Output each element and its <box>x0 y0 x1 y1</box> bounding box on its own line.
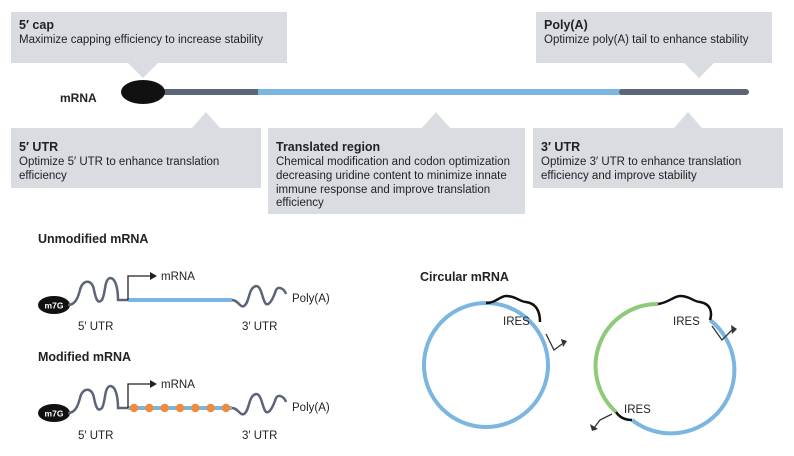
modification-dot <box>175 403 185 413</box>
circular-mrna-title: Circular mRNA <box>420 270 509 284</box>
callout-pointer <box>422 112 450 128</box>
modification-dot <box>191 403 200 413</box>
callout-translated-region: Translated region Chemical modification … <box>268 128 525 214</box>
callout-pointer <box>684 63 714 78</box>
circular-mrna-dual-ires: IRES IRES <box>590 294 737 436</box>
callout-text: Optimize 5′ UTR to enhance translation e… <box>19 156 220 182</box>
callout-text: Maximize capping efficiency to increase … <box>19 34 263 46</box>
callout-text: Optimize poly(A) tail to enhance stabili… <box>544 34 749 46</box>
5-utr-label: 5′ UTR <box>78 321 113 333</box>
callout-title: Poly(A) <box>544 18 588 32</box>
poly-a-label: Poly(A) <box>292 293 330 305</box>
unmodified-mrna-title: Unmodified mRNA <box>38 232 149 246</box>
unmodified-mrna-construct: m7G mRNA 5′ UTR 3′ UTR Poly(A) <box>38 271 330 333</box>
modification-dot <box>129 403 139 413</box>
callout-text: Optimize 3′ UTR to enhance translation e… <box>541 156 742 182</box>
3-utr-squiggle <box>231 392 288 416</box>
3-utr-label: 3′ UTR <box>242 430 277 442</box>
m7g-cap-label: m7G <box>45 409 64 419</box>
modification-dot <box>221 403 231 413</box>
modified-mrna-title: Modified mRNA <box>38 350 132 364</box>
ires-label: IRES <box>673 316 700 328</box>
start-arrow-icon <box>711 325 733 342</box>
callout-3-utr: 3′ UTR Optimize 3′ UTR to enhance transl… <box>533 128 783 188</box>
start-arrow-icon <box>127 383 150 408</box>
callout-title: 5′ cap <box>19 18 54 32</box>
blue-coding-arc <box>630 318 737 436</box>
arrowhead-icon <box>150 272 157 280</box>
modification-dot <box>206 403 215 413</box>
5-utr-squiggle <box>67 384 128 415</box>
m7g-cap-icon <box>38 404 70 422</box>
3-utr-squiggle <box>231 284 288 308</box>
callout-5-utr: 5′ UTR Optimize 5′ UTR to enhance transl… <box>11 128 261 188</box>
start-mrna-label: mRNA <box>161 271 195 283</box>
callout-poly-a: Poly(A) Optimize poly(A) tail to enhance… <box>536 12 772 63</box>
callout-title: Translated region <box>276 140 381 154</box>
5-cap-icon <box>121 80 165 104</box>
green-coding-arc <box>593 301 659 414</box>
ires-element-bottom <box>614 411 633 422</box>
circular-mrna-single-ires: IRES <box>422 294 567 429</box>
nucleoside-modifications <box>129 403 231 413</box>
modification-dot <box>160 403 169 413</box>
callout-pointer <box>128 63 158 78</box>
arrowhead-icon <box>561 339 567 347</box>
callout-pointer <box>674 112 702 128</box>
modification-dot <box>145 403 154 413</box>
arrowhead-icon <box>150 380 157 388</box>
3-utr-label: 3′ UTR <box>242 321 277 333</box>
start-arrow-icon <box>593 413 613 429</box>
start-arrow-icon <box>545 333 563 351</box>
5-utr-label: 5′ UTR <box>78 430 113 442</box>
arrowhead-icon <box>590 424 598 431</box>
callout-pointer <box>192 112 220 128</box>
ires-element <box>485 294 542 323</box>
ires-label: IRES <box>624 404 651 416</box>
poly-a-label: Poly(A) <box>292 402 330 414</box>
m7g-cap-icon <box>38 296 70 314</box>
start-mrna-label: mRNA <box>161 379 195 391</box>
callout-5-cap: 5′ cap Maximize capping efficiency to in… <box>11 12 287 63</box>
m7g-cap-label: m7G <box>45 301 64 311</box>
arrowhead-icon <box>731 325 737 334</box>
callout-text: Chemical modification and codon optimiza… <box>276 156 510 210</box>
callout-title: 3′ UTR <box>541 140 581 154</box>
modified-mrna-construct: m7G mRNA 5′ UTR 3′ UTR Poly(A) <box>38 379 330 442</box>
start-arrow-icon <box>127 275 150 300</box>
mrna-strand-label: mRNA <box>60 91 97 105</box>
callout-title: 5′ UTR <box>19 140 59 154</box>
ires-label: IRES <box>503 316 530 328</box>
ires-element-top <box>657 294 713 321</box>
5-utr-squiggle <box>67 276 128 307</box>
